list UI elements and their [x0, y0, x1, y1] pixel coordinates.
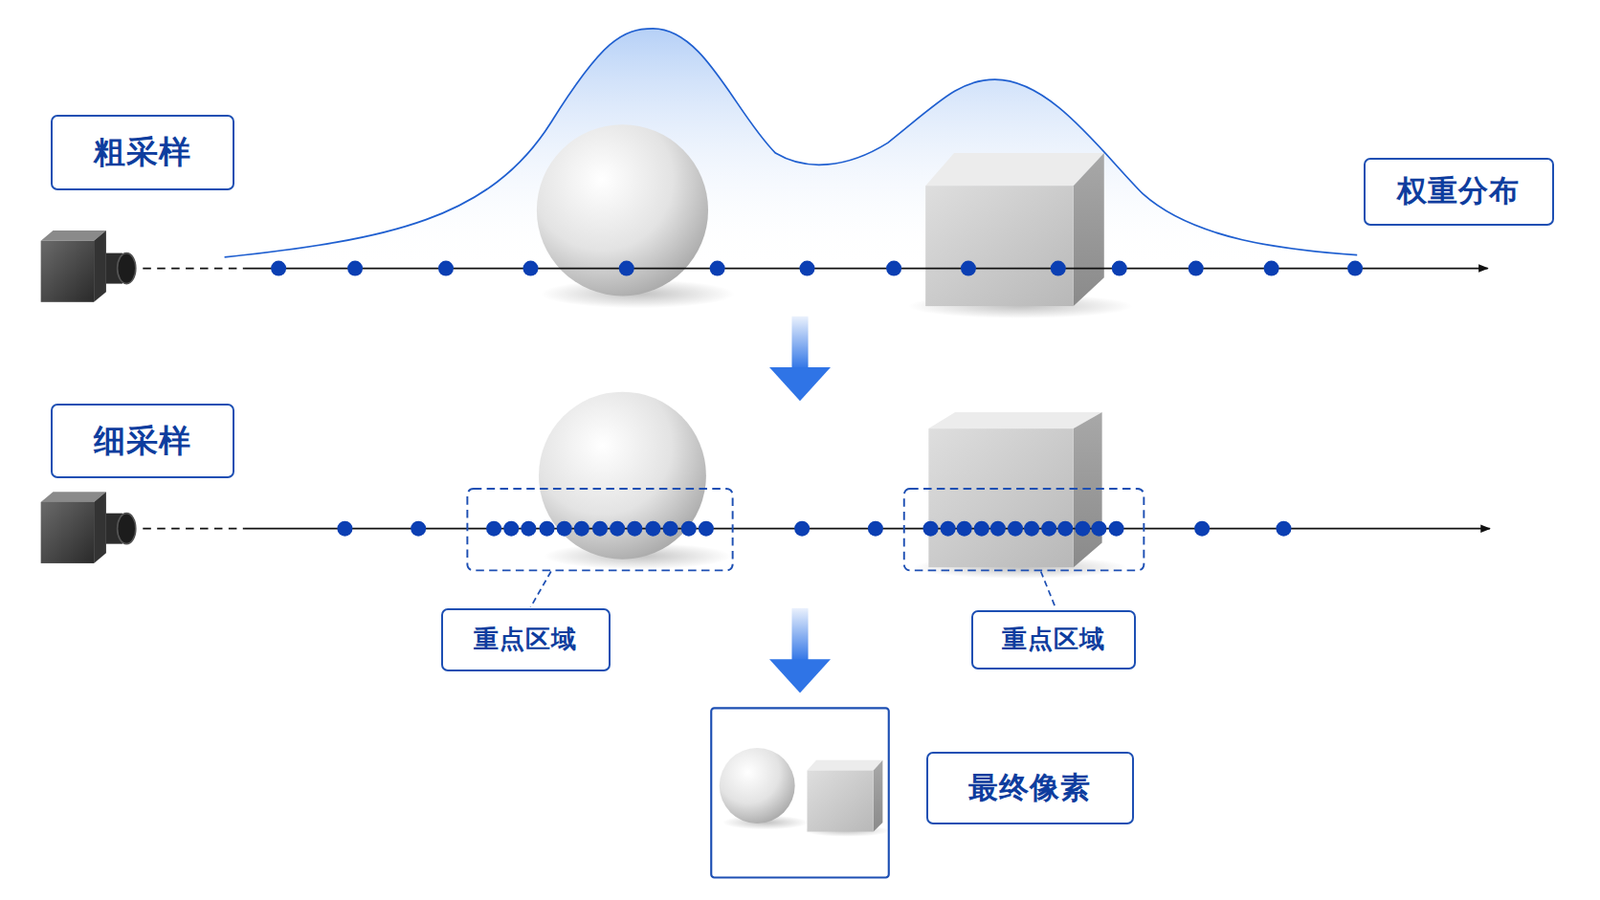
- leader-line: [530, 571, 551, 607]
- leader-line: [1041, 571, 1057, 609]
- box-label: 重点区域: [473, 622, 578, 657]
- cube: [928, 412, 1102, 568]
- ray: [244, 528, 1490, 531]
- down-arrow: [769, 316, 831, 402]
- box-label: 最终像素: [968, 768, 1091, 809]
- box-label: 粗采样: [93, 131, 192, 175]
- weight-curve-fill: [224, 28, 1358, 269]
- camera: [41, 230, 136, 303]
- camera: [41, 491, 136, 564]
- label-box: 重点区域: [971, 610, 1136, 670]
- ray-dashed: [142, 528, 245, 531]
- label-box: 最终像素: [926, 752, 1134, 825]
- sphere: [538, 392, 707, 560]
- fine-samples: [336, 521, 1291, 537]
- label-box: 粗采样: [50, 114, 235, 191]
- box-label: 重点区域: [1001, 622, 1106, 657]
- box-label: 细采样: [93, 420, 192, 464]
- focus-region: [904, 488, 1145, 571]
- focus-region: [466, 488, 733, 571]
- final-image: [711, 708, 890, 878]
- cube: [925, 153, 1105, 307]
- ray: [244, 267, 1489, 270]
- label-box: 重点区域: [441, 608, 611, 672]
- down-arrow: [769, 608, 831, 694]
- label-box: 权重分布: [1363, 157, 1555, 225]
- ray-dashed: [142, 267, 245, 270]
- coarse-samples: [270, 261, 1363, 277]
- label-box: 细采样: [50, 403, 235, 479]
- box-label: 权重分布: [1397, 171, 1520, 212]
- weight-curve: [224, 28, 1358, 258]
- sphere: [536, 124, 709, 296]
